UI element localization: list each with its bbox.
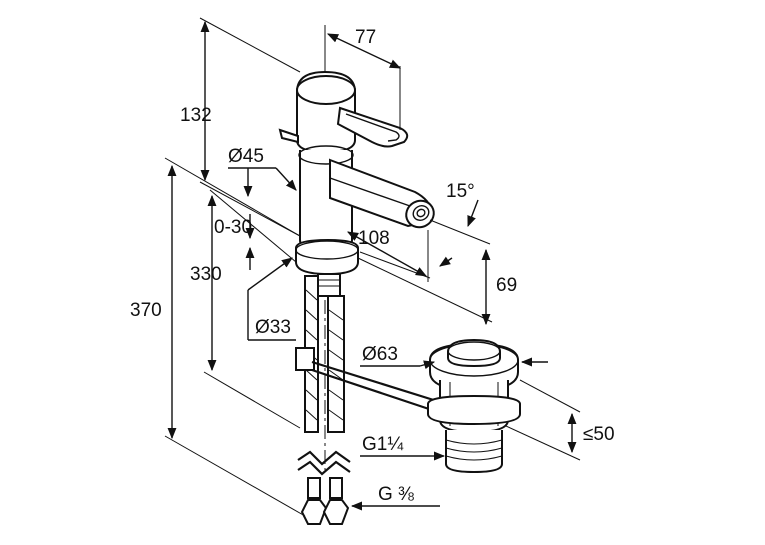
dim-132: 132 (180, 105, 212, 126)
dim-108: 108 (358, 228, 390, 249)
dim-0-30: 0-30 (214, 217, 252, 238)
supply-hoses (295, 275, 441, 525)
faucet-body (278, 25, 435, 470)
thread-g1-1-4: G1¼ (362, 434, 404, 455)
dim-77: 77 (355, 27, 376, 48)
dim-370: 370 (130, 300, 162, 321)
dim-max-50: ≤50 (583, 424, 615, 445)
popup-waste (427, 338, 521, 474)
dim-diameter-63: Ø63 (362, 344, 398, 365)
dim-diameter-33: Ø33 (255, 317, 291, 338)
dim-330: 330 (190, 264, 222, 285)
thread-g-3-8: G ⅜ (378, 484, 414, 505)
dimension-lines (164, 17, 581, 517)
dim-diameter-45: Ø45 (228, 146, 264, 167)
dim-15-degrees: 15° (446, 181, 475, 202)
dim-69: 69 (496, 275, 517, 296)
